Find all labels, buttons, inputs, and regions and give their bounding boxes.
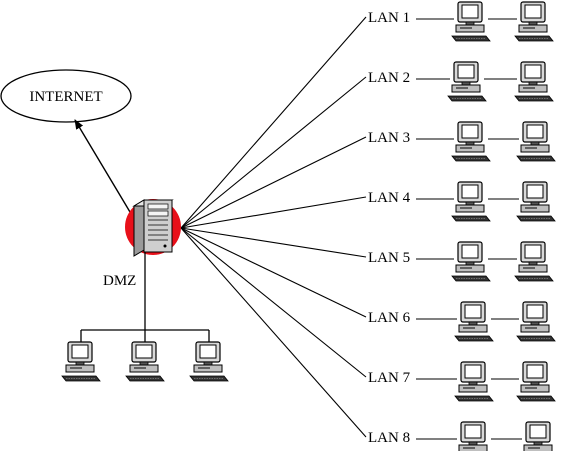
lan-row-1: LAN 1 bbox=[368, 1, 554, 42]
lan-fan-lines bbox=[180, 16, 367, 438]
lan-row-5: LAN 5 bbox=[368, 241, 554, 282]
desktop-computer-icon bbox=[519, 421, 559, 451]
desktop-computer-icon bbox=[451, 241, 491, 282]
lan-row-8: LAN 8 bbox=[368, 421, 559, 451]
lan-link-line bbox=[180, 227, 367, 438]
desktop-computer-icon bbox=[454, 421, 494, 451]
desktop-computer-icon bbox=[451, 121, 491, 162]
internet-node: INTERNET bbox=[0, 69, 132, 123]
lan-row-7: LAN 7 bbox=[368, 361, 556, 402]
lan-link-line bbox=[180, 76, 367, 229]
desktop-computer-icon bbox=[514, 1, 554, 42]
desktop-computer-icon bbox=[516, 121, 556, 162]
desktop-computer-icon bbox=[454, 361, 494, 402]
lan-label: LAN 6 bbox=[368, 310, 411, 326]
desktop-computer-icon bbox=[514, 61, 554, 102]
lan-label: LAN 5 bbox=[368, 250, 410, 266]
lan-link-line bbox=[180, 227, 367, 258]
lan-label: LAN 4 bbox=[368, 190, 411, 206]
server-tower-icon bbox=[132, 199, 174, 257]
internet-label: INTERNET bbox=[29, 89, 102, 105]
dmz-bus bbox=[80, 252, 210, 342]
dmz-computers bbox=[61, 341, 229, 382]
desktop-computer-icon bbox=[125, 341, 165, 382]
desktop-computer-icon bbox=[189, 341, 229, 382]
lan-row-4: LAN 4 bbox=[368, 181, 556, 222]
lan-link-line bbox=[180, 227, 367, 378]
lan-row-6: LAN 6 bbox=[368, 301, 556, 342]
lan-label: LAN 1 bbox=[368, 10, 410, 26]
desktop-computer-icon bbox=[454, 301, 494, 342]
lan-label: LAN 7 bbox=[368, 370, 411, 386]
lan-rows: LAN 1 LAN 2 LAN 3 LAN 4 LAN 5 LAN 6 LAN 7 LAN 8 bbox=[368, 1, 559, 451]
desktop-computer-icon bbox=[447, 61, 487, 102]
lan-link-line bbox=[180, 136, 367, 229]
dmz-label: DMZ bbox=[103, 273, 136, 289]
lan-link-line bbox=[180, 196, 367, 229]
lan-row-2: LAN 2 bbox=[368, 61, 554, 102]
lan-label: LAN 2 bbox=[368, 70, 410, 86]
desktop-computer-icon bbox=[516, 181, 556, 222]
dmz-server bbox=[125, 199, 181, 257]
desktop-computer-icon bbox=[516, 301, 556, 342]
desktop-computer-icon bbox=[61, 341, 101, 382]
lan-link-line bbox=[180, 16, 367, 229]
desktop-computer-icon bbox=[516, 361, 556, 402]
desktop-computer-icon bbox=[451, 1, 491, 42]
lan-row-3: LAN 3 bbox=[368, 121, 556, 162]
desktop-computer-icon bbox=[514, 241, 554, 282]
internet-link-arrow bbox=[74, 119, 131, 213]
lan-label: LAN 3 bbox=[368, 130, 410, 146]
desktop-computer-icon bbox=[451, 181, 491, 222]
lan-link-line bbox=[180, 227, 367, 318]
lan-label: LAN 8 bbox=[368, 430, 410, 446]
